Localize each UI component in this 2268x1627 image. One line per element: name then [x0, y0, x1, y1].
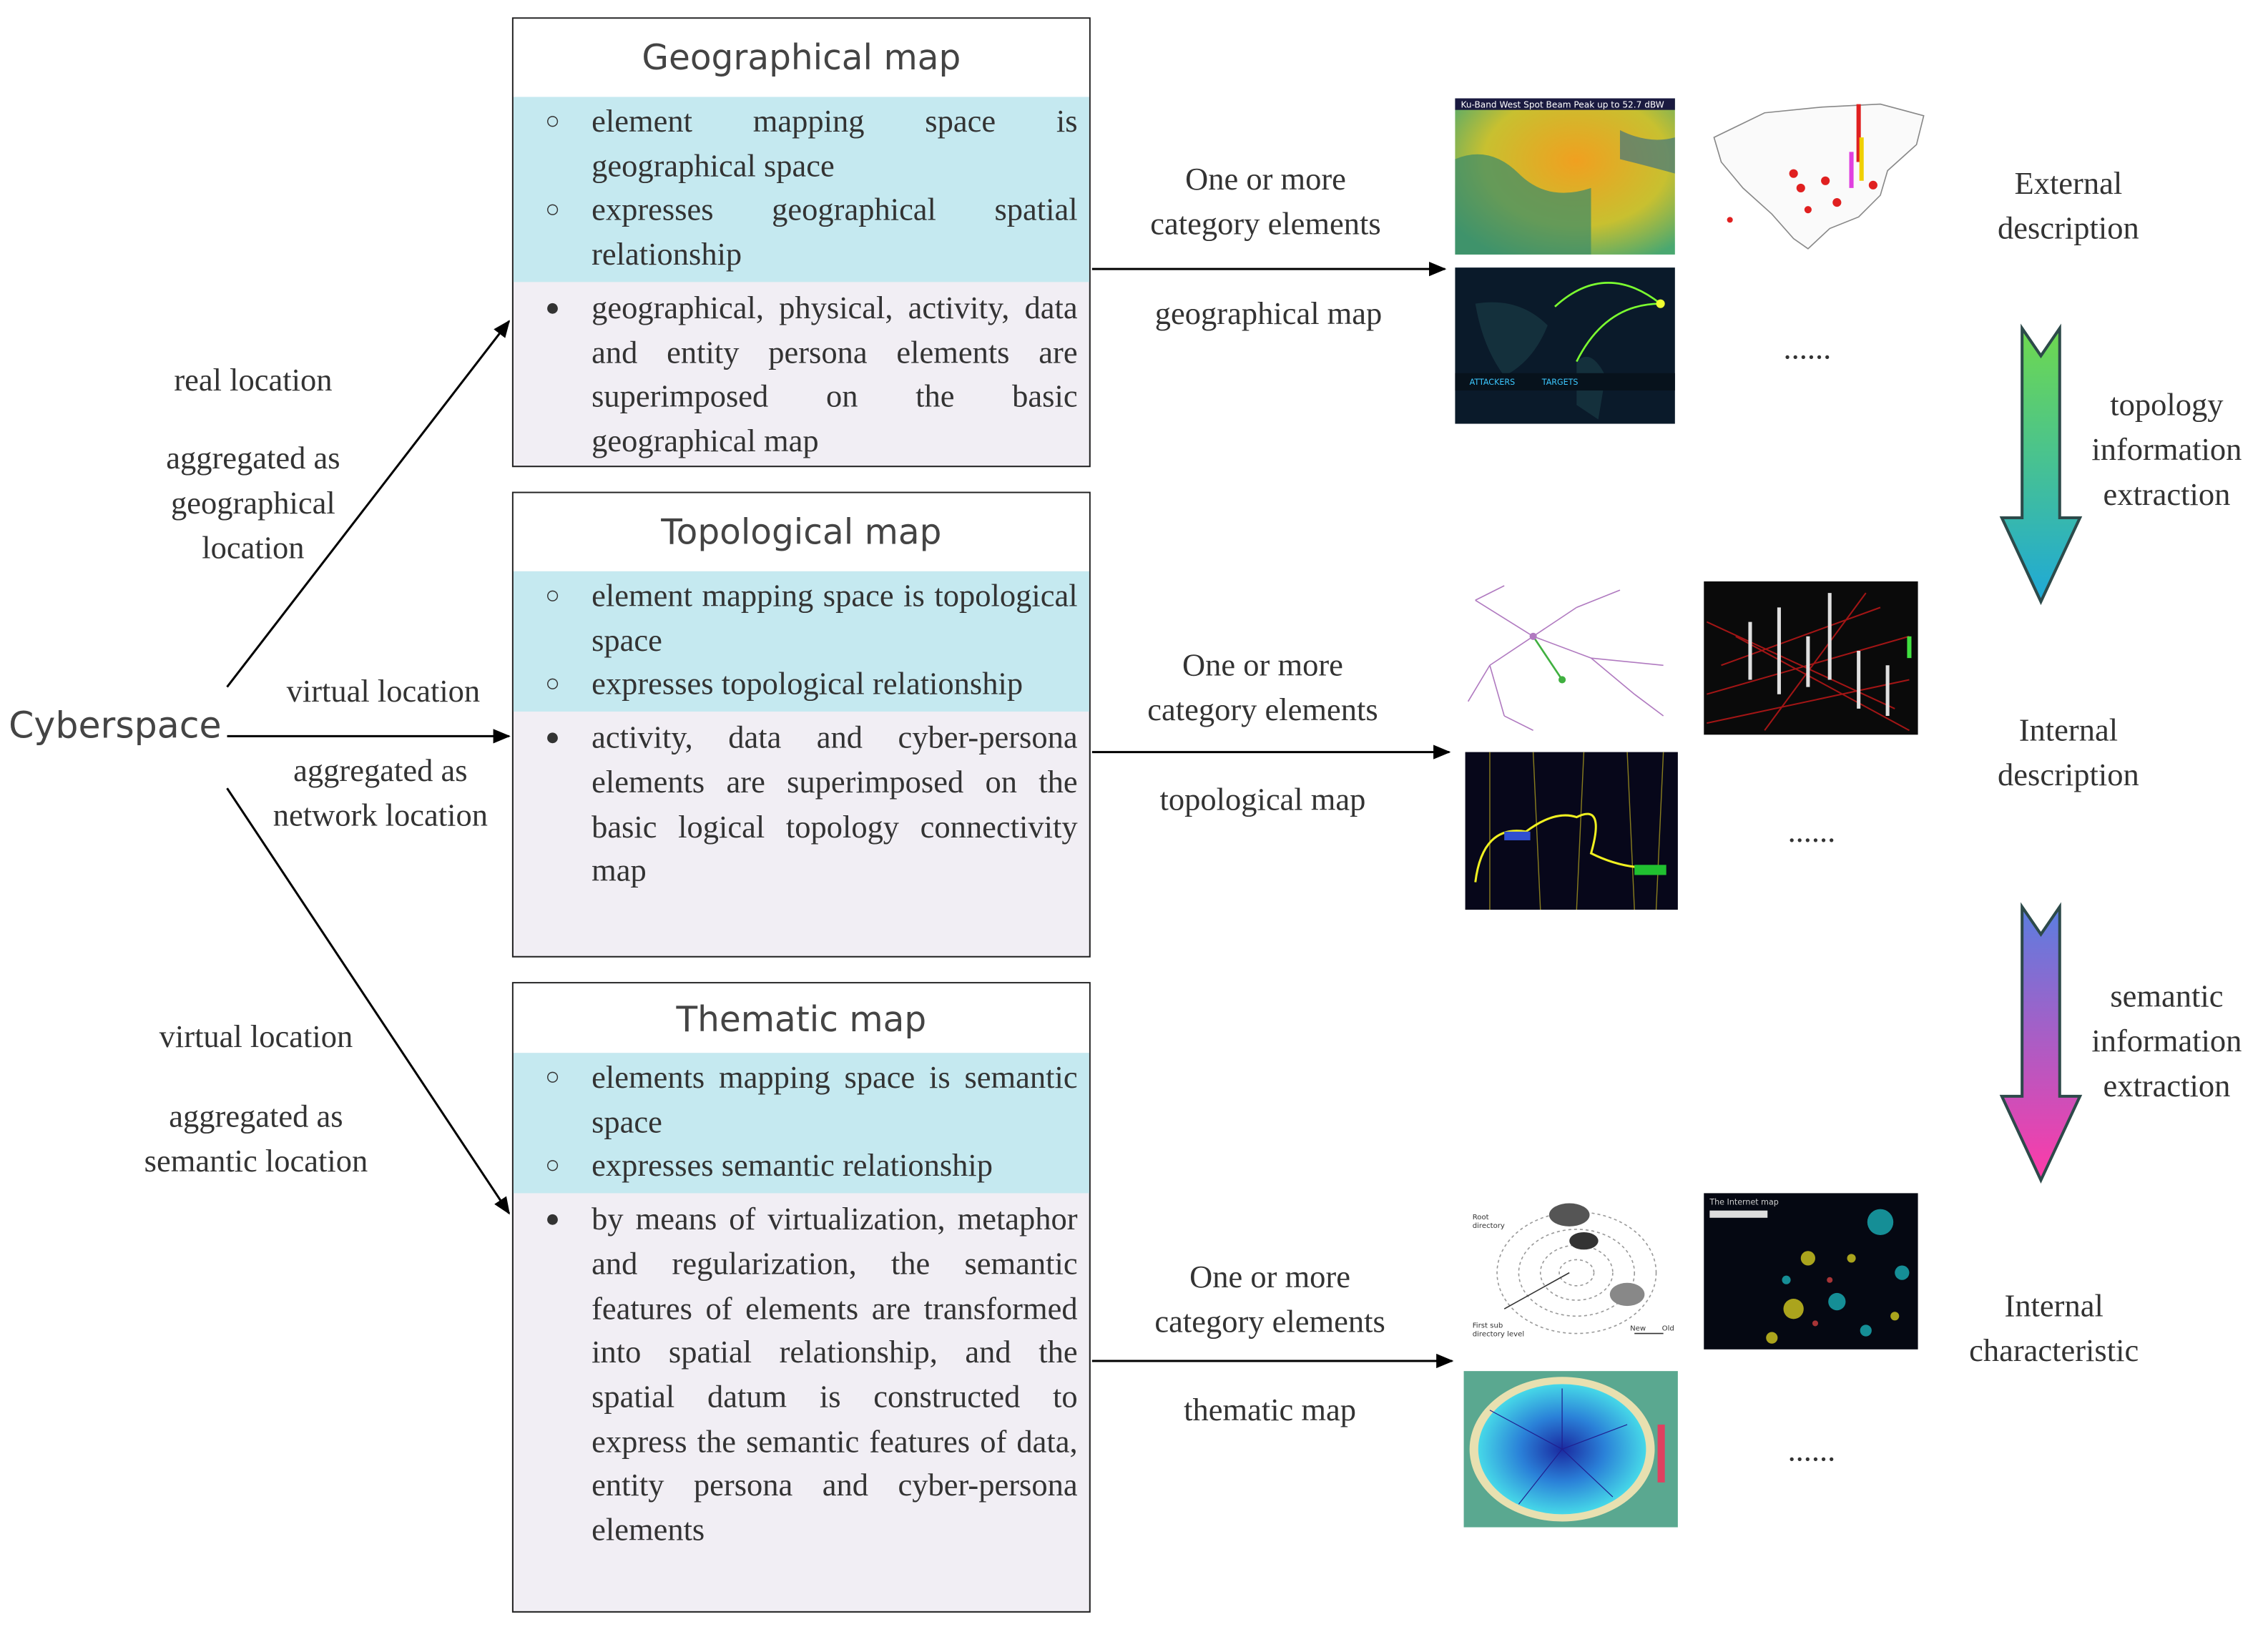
- thematic-map-elements-section: ●by means of virtualization, metaphor an…: [514, 1194, 1089, 1559]
- attackers-label: ATTACKERS: [1470, 378, 1516, 387]
- list-item: ○expresses topological relationship: [545, 666, 1023, 702]
- aggregated-semantic-label: aggregated as semantic location: [144, 1097, 368, 1179]
- more-maps-ellipsis-2: ......: [1787, 812, 1836, 850]
- list-item: ○expresses semantic relationship: [545, 1147, 993, 1184]
- virtual-location-label-2: virtual location: [159, 1018, 353, 1055]
- north-america-map-thumbnail: [1704, 98, 1927, 257]
- geographical-map-box: Geographical map ○element mapping space …: [511, 17, 1091, 470]
- aggregated-geo-label: aggregated as geographical location: [166, 439, 340, 566]
- arrow-to-geographical: [226, 320, 511, 688]
- internal-characteristic-label: Internal characteristic: [1969, 1287, 2139, 1369]
- list-item: ○expresses geographical spatial relation…: [545, 191, 1078, 272]
- thematic-map-title: Thematic map: [513, 983, 1089, 1053]
- virtual-location-label-1: virtual location: [286, 672, 481, 709]
- geographical-map-space-section: ○element mapping space is geographical s…: [513, 97, 1089, 282]
- topological-map-title: Topological map: [513, 493, 1089, 571]
- 3d-graph-thumbnail: [1465, 752, 1678, 910]
- topology-extraction-label: topology information extraction: [2091, 385, 2242, 512]
- geographical-map-title: Geographical map: [513, 19, 1089, 97]
- topological-map-space-section: ○element mapping space is topological sp…: [513, 571, 1089, 712]
- tree-network-thumbnail: [1461, 581, 1675, 741]
- real-location-label: real location: [174, 361, 333, 398]
- arrow-to-thematic: [226, 787, 511, 1215]
- geographical-map-elements-section: ●geographical, physical, activity, data …: [514, 282, 1089, 470]
- targets-label: TARGETS: [1541, 378, 1579, 387]
- list-item: ○element mapping space is geographical s…: [545, 102, 1078, 184]
- semantic-extraction-arrow: [1999, 902, 2083, 1184]
- thematic-map-output-label: thematic map: [1184, 1391, 1357, 1428]
- semantic-extraction-label: semantic information extraction: [2091, 978, 2242, 1104]
- thematic-map-space-section: ○elements mapping space is semantic spac…: [513, 1053, 1089, 1194]
- more-maps-ellipsis-3: ......: [1787, 1432, 1836, 1468]
- geographical-map-output-label: geographical map: [1154, 295, 1383, 332]
- topological-map-box: Topological map ○element mapping space i…: [511, 491, 1091, 958]
- spot-beam-map-thumbnail: Ku-Band West Spot Beam Peak up to 52.7 d…: [1455, 98, 1675, 255]
- thematic-map-box: Thematic map ○elements mapping space is …: [511, 982, 1091, 1613]
- external-description-label: External description: [1998, 164, 2139, 246]
- list-item: ○elements mapping space is semantic spac…: [545, 1058, 1078, 1139]
- circular-network-thumbnail: [1463, 1371, 1678, 1528]
- internal-description-label: Internal description: [1998, 711, 2139, 793]
- list-item: ●activity, data and cyber-persona elemen…: [545, 719, 1078, 889]
- internet-map-thumbnail: The Internet map: [1704, 1193, 1918, 1350]
- new-label: New: [1630, 1325, 1646, 1333]
- list-item: ○element mapping space is topological sp…: [545, 576, 1078, 658]
- topological-map-elements-section: ●activity, data and cyber-persona elemen…: [514, 712, 1089, 900]
- attack-map-thumbnail: ATTACKERS TARGETS: [1455, 267, 1675, 424]
- list-item: ●geographical, physical, activity, data …: [545, 289, 1078, 458]
- internet-map-title: The Internet map: [1709, 1198, 1779, 1207]
- aggregated-network-label: aggregated as network location: [273, 752, 488, 833]
- old-label: Old: [1662, 1325, 1674, 1333]
- spot-beam-caption: Ku-Band West Spot Beam Peak up to 52.7 d…: [1461, 100, 1664, 110]
- one-or-more-label-3: One or more category elements: [1154, 1258, 1385, 1340]
- more-maps-ellipsis-1: ......: [1783, 330, 1832, 366]
- 3d-network-thumbnail: [1704, 581, 1918, 735]
- list-item: ●by means of virtualization, metaphor an…: [545, 1200, 1078, 1548]
- cyberspace-label: Cyberspace: [9, 704, 222, 747]
- topology-extraction-arrow: [1999, 323, 2083, 606]
- one-or-more-label-1: One or more category elements: [1150, 160, 1381, 242]
- topological-map-output-label: topological map: [1159, 781, 1366, 817]
- one-or-more-label-2: One or more category elements: [1147, 646, 1378, 728]
